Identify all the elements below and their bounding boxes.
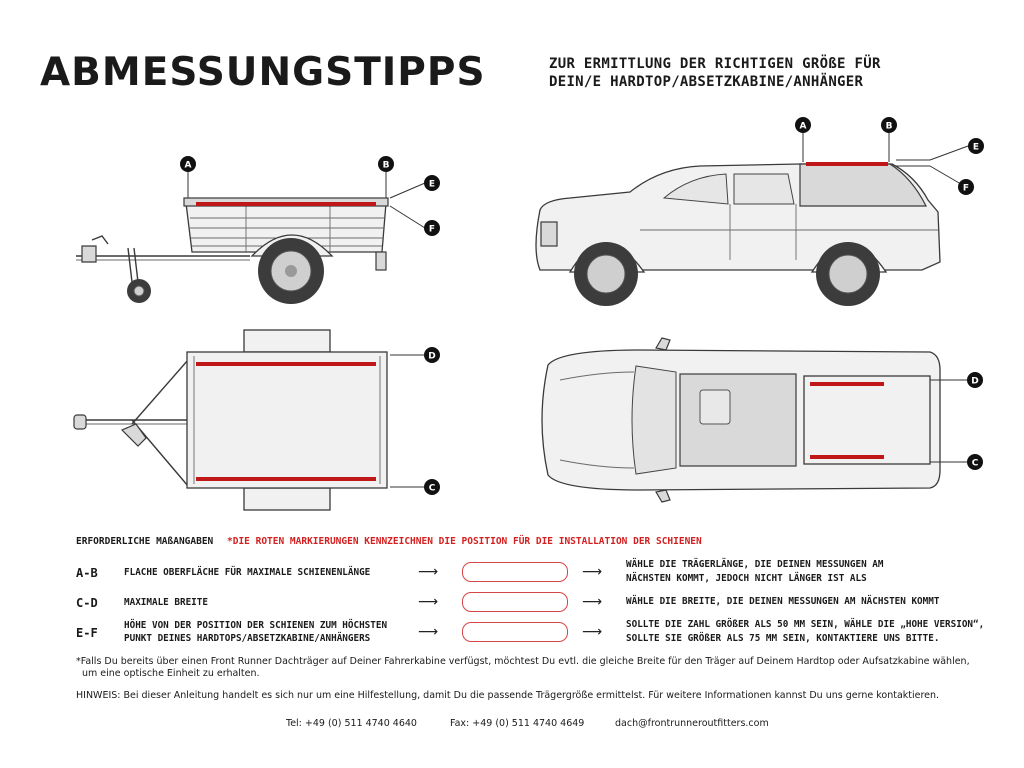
truck-canopy — [799, 163, 927, 207]
row-ab-desc-line1: FLACHE OBERFLÄCHE FÜR MAXIMALE SCHIENENL… — [124, 567, 371, 578]
trailer-coupling — [81, 245, 97, 263]
marker-d-truck — [967, 372, 983, 388]
truck-top-sunroof — [699, 389, 731, 425]
marker-b-trailer — [378, 156, 394, 172]
contact-tel: Tel: +49 (0) 511 4740 4640 — [286, 718, 417, 729]
marker-e-trailer — [424, 175, 440, 191]
row-ab-result-line1: WÄHLE DIE TRÄGERLÄNGE, DIE DEINEN MESSUN… — [626, 559, 884, 570]
row-ef-result-line2: SOLLTE SIE GRÖßER ALS 75 MM SEIN, KONTAK… — [626, 633, 940, 644]
row-ef-arrow-out-icon: ⟶ — [582, 624, 603, 640]
marker-a-truck-label: A — [800, 122, 807, 132]
trailer-top-view: D C — [73, 329, 440, 511]
row-cd-desc-line1: MAXIMALE BREITE — [124, 597, 208, 608]
marker-b-truck-label: B — [886, 122, 893, 132]
marker-d-trailer-label: D — [428, 352, 435, 362]
row-cd-result-line1: WÄHLE DIE BREITE, DIE DEINEN MESSUNGEN A… — [626, 596, 940, 607]
row-cd-arrow-in-icon: ⟶ — [418, 594, 439, 610]
row-ef-desc-line1: HÖHE VON DER POSITION DER SCHIENEN ZUM H… — [124, 620, 388, 631]
marker-e-truck-label: E — [973, 143, 979, 153]
marker-f-trailer — [424, 220, 440, 236]
row-ef-result-line1: SOLLTE DIE ZAHL GRÖßER ALS 50 MM SEIN, W… — [626, 619, 985, 630]
measurements-heading-text: ERFORDERLICHE MAßANGABEN — [76, 536, 214, 547]
marker-c-trailer-label: C — [429, 484, 436, 494]
footnote: *Falls Du bereits über einen Front Runne… — [76, 656, 970, 680]
row-ab-result-line2: NÄCHSTEN KOMMT, JEDOCH NICHT LÄNGER IST … — [626, 573, 867, 584]
marker-a-truck — [795, 117, 811, 133]
marker-c-truck — [967, 454, 983, 470]
measurements-heading: ERFORDERLICHE MAßANGABEN *DIE ROTEN MARK… — [76, 536, 702, 547]
trailer-top-fender-upper — [243, 329, 331, 353]
subtitle-line-2: DEIN/E HARDTOP/ABSETZKABINE/ANHÄNGER — [549, 74, 864, 90]
row-ef-description: HÖHE VON DER POSITION DER SCHIENEN ZUM H… — [124, 619, 387, 645]
truck-top-windshield — [631, 365, 677, 475]
marker-d-truck-label: D — [971, 377, 978, 387]
row-ab-arrow-out-icon: ⟶ — [582, 564, 603, 580]
row-cd-description: MAXIMALE BREITE — [124, 596, 208, 609]
marker-f-truck-label: F — [963, 184, 969, 194]
row-ab-result: WÄHLE DIE TRÄGERLÄNGE, DIE DEINEN MESSUN… — [626, 558, 883, 586]
footnote-line2: um eine optische Einheit zu erhalten. — [82, 668, 260, 679]
trailer-top-body — [186, 351, 388, 489]
truck-side-view: A B E F — [535, 117, 984, 306]
row-ab-code: A-B — [76, 566, 98, 580]
marker-b-trailer-label: B — [383, 161, 390, 171]
marker-f-truck — [958, 179, 974, 195]
hint-note: HINWEIS: Bei dieser Anleitung handelt es… — [76, 690, 940, 701]
row-ab-arrow-in-icon: ⟶ — [418, 564, 439, 580]
truck-top-roof — [679, 373, 797, 467]
row-ef-desc-line2: PUNKT DEINES HARDTOPS/ABSETZKABINE/ANHÄN… — [124, 633, 371, 644]
row-ef-arrow-in-icon: ⟶ — [418, 624, 439, 640]
row-cd-arrow-out-icon: ⟶ — [582, 594, 603, 610]
row-cd-code: C-D — [76, 596, 98, 610]
row-ef-result: SOLLTE DIE ZAHL GRÖßER ALS 50 MM SEIN, W… — [626, 618, 984, 646]
contact-fax: Fax: +49 (0) 511 4740 4649 — [450, 718, 585, 729]
subtitle-line-1: ZUR ERMITTLUNG DER RICHTIGEN GRÖßE FÜR — [549, 56, 881, 72]
page-subtitle: ZUR ERMITTLUNG DER RICHTIGEN GRÖßE FÜR D… — [549, 55, 881, 91]
row-ef-code: E-F — [76, 626, 98, 640]
truck-top-view: D C — [541, 337, 983, 503]
contact-email[interactable]: dach@frontrunneroutfitters.com — [615, 718, 769, 729]
marker-e-trailer-label: E — [429, 180, 435, 190]
trailer-side-view: A B E F — [76, 156, 440, 304]
marker-c-truck-label: C — [972, 459, 979, 469]
footnote-line1: *Falls Du bereits über einen Front Runne… — [76, 656, 970, 667]
row-cd-result: WÄHLE DIE BREITE, DIE DEINEN MESSUNGEN A… — [626, 595, 939, 609]
truck-front-window — [662, 173, 729, 205]
page-title: ABMESSUNGSTIPPS — [40, 50, 486, 95]
marker-b-truck — [881, 117, 897, 133]
marker-a-trailer — [180, 156, 196, 172]
trailer-top-fender-lower — [243, 487, 331, 511]
rail-marker-note: *DIE ROTEN MARKIERUNGEN KENNZEICHNEN DIE… — [227, 536, 702, 547]
marker-f-trailer-label: F — [429, 225, 435, 235]
row-ab-description: FLACHE OBERFLÄCHE FÜR MAXIMALE SCHIENENL… — [124, 566, 370, 579]
marker-c-trailer — [424, 479, 440, 495]
row-cd-input[interactable] — [462, 592, 568, 612]
marker-e-truck — [968, 138, 984, 154]
row-ab-input[interactable] — [462, 562, 568, 582]
truck-rear-window — [733, 173, 795, 205]
marker-a-trailer-label: A — [185, 161, 192, 171]
marker-d-trailer — [424, 347, 440, 363]
row-ef-input[interactable] — [462, 622, 568, 642]
truck-top-canopy — [803, 375, 931, 465]
